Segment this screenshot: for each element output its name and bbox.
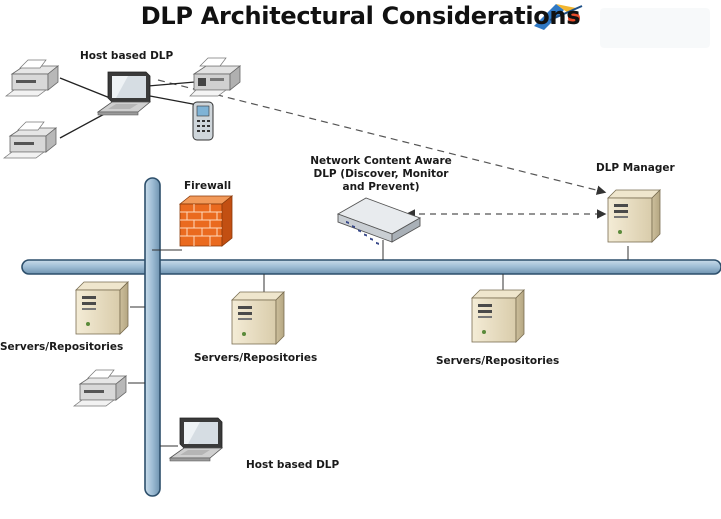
drop-lines	[128, 240, 629, 447]
firewall-icon	[178, 195, 234, 247]
servers-repositories-label-left: Servers/Repositories	[0, 341, 124, 353]
host-dlp-label-bottom: Host based DLP	[246, 459, 340, 471]
faded-header-graphic	[600, 8, 710, 48]
decorative-logo-icon	[534, 4, 583, 30]
server-icon	[471, 289, 525, 343]
network-dlp-label-line1: Network Content Aware	[310, 155, 452, 167]
servers-repositories-label-right: Servers/Repositories	[436, 355, 560, 367]
network-dlp-label: Network Content Aware DLP (Discover, Mon…	[296, 155, 466, 194]
laptop-icon	[97, 71, 151, 116]
printer-icon	[5, 59, 59, 97]
page-title: DLP Architectural Considerations	[140, 2, 581, 30]
server-icon	[231, 291, 285, 345]
printer-icon	[3, 121, 57, 159]
network-dlp-label-line3: and Prevent)	[342, 181, 420, 193]
printer-icon	[73, 369, 127, 407]
dashed-link-host-to-manager	[157, 79, 607, 195]
network-backbone-horizontal	[21, 259, 721, 275]
phone-icon	[192, 101, 214, 141]
network-backbone-vertical	[144, 177, 161, 497]
laptop-icon	[169, 417, 223, 462]
network-appliance-icon	[336, 197, 422, 245]
firewall-label: Firewall	[184, 180, 232, 192]
server-icon	[75, 281, 129, 335]
network-dlp-label-line2: DLP (Discover, Monitor	[313, 168, 449, 180]
host-dlp-label-top: Host based DLP	[80, 50, 174, 62]
dlp-manager-server-icon	[607, 189, 661, 243]
servers-repositories-label-middle: Servers/Repositories	[194, 352, 318, 364]
fax-icon	[189, 57, 242, 97]
host-peripheral-links	[59, 77, 199, 139]
dlp-manager-label: DLP Manager	[596, 162, 675, 174]
